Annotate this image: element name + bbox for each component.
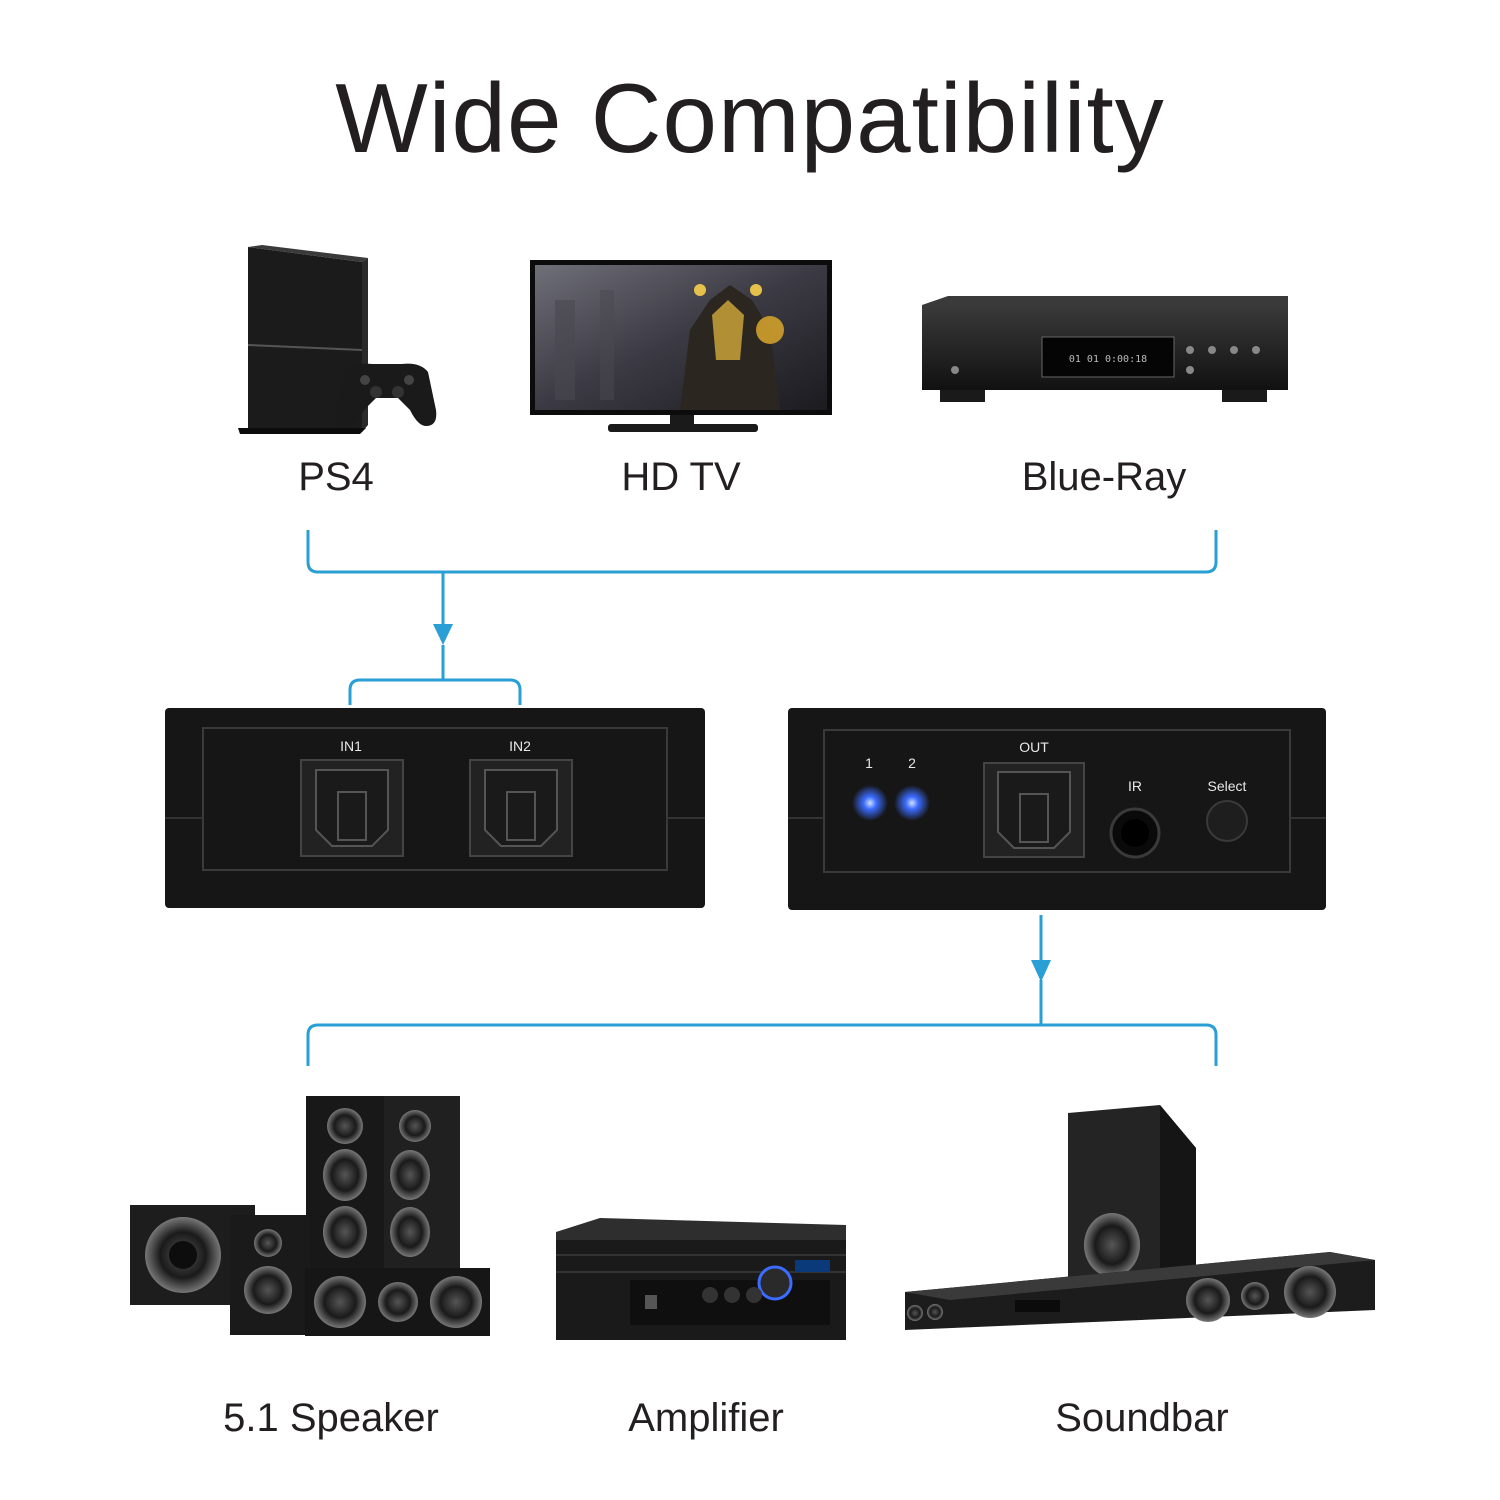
- source-label-bluray: Blue-Ray: [1021, 455, 1187, 499]
- output-label-amplifier: Amplifier: [628, 1396, 784, 1440]
- bluray-player-icon: 01 01 0:00:18: [922, 296, 1288, 402]
- port-label-ir: IR: [1128, 778, 1142, 794]
- led-label-2: 2: [908, 755, 916, 771]
- arrow-down-icon: [433, 624, 453, 645]
- led-indicator-2: [894, 785, 930, 821]
- led-label-1: 1: [865, 755, 873, 771]
- source-label-hdtv: HD TV: [621, 455, 741, 499]
- output-label-soundbar: Soundbar: [1055, 1396, 1229, 1440]
- ps4-controller-icon: [335, 363, 437, 426]
- port-label-out: OUT: [1019, 739, 1049, 755]
- output-connector-lines: [306, 915, 1218, 1066]
- svg-text:01 01 0:00:18: 01 01 0:00:18: [1069, 354, 1147, 365]
- select-button-label: Select: [1208, 778, 1247, 794]
- amplifier-icon: [556, 1218, 846, 1340]
- arrow-down-icon: [1031, 960, 1051, 982]
- led-indicator-1: [852, 785, 888, 821]
- ps4-console-icon: [238, 245, 368, 434]
- port-label-in1: IN1: [340, 738, 362, 754]
- source-connector-lines: [306, 530, 1218, 705]
- select-button[interactable]: [1206, 800, 1248, 842]
- source-label-ps4: PS4: [298, 455, 374, 499]
- port-label-in2: IN2: [509, 738, 531, 754]
- soundbar-icon: [905, 1105, 1375, 1330]
- page-title: Wide Compatibility: [335, 63, 1165, 173]
- output-label-speaker: 5.1 Speaker: [223, 1396, 439, 1440]
- switch-output-panel: [788, 708, 1326, 910]
- ir-receiver-icon: [1109, 807, 1161, 859]
- speaker-system-icon: [130, 1096, 490, 1336]
- hd-tv-icon: [530, 260, 832, 432]
- switch-input-panel: [165, 708, 705, 908]
